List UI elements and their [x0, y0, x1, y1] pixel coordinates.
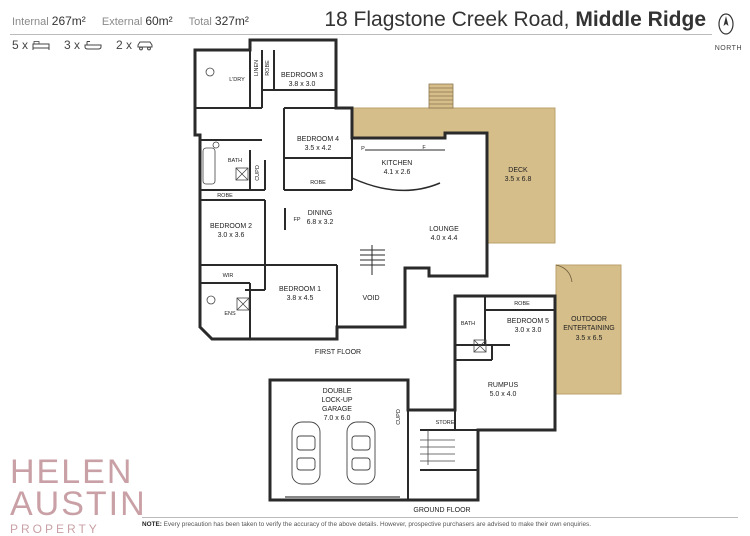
first-floor-outline [193, 38, 489, 341]
car-icon [291, 421, 321, 485]
total-value: 327m² [214, 14, 249, 28]
footer-rule [142, 517, 738, 518]
rumpus-label: RUMPUS [488, 382, 519, 389]
garage-dim: 7.0 x 6.0 [324, 415, 351, 422]
ground-floor-label: GROUND FLOOR [413, 507, 470, 514]
bathtub [202, 147, 216, 185]
car-icon [137, 41, 153, 50]
deck-stairs [428, 83, 454, 109]
bedroom2-dim: 3.0 x 3.6 [218, 232, 245, 239]
wir-label: WIR [223, 273, 234, 279]
header-rule [10, 34, 712, 35]
deck-dim: 3.5 x 6.8 [505, 176, 532, 183]
ensuite-shower [236, 297, 250, 311]
address-street: 18 Flagstone Creek Road, [324, 8, 570, 31]
ground-floor-outline [268, 294, 557, 502]
bath-icon [84, 40, 102, 49]
bedroom5-dim: 3.0 x 3.0 [515, 327, 542, 334]
first-floor-label: FIRST FLOOR [315, 349, 361, 356]
total-label: Total [188, 16, 212, 28]
area-summary: Internal 267m² External 60m² Total 327m² [12, 14, 249, 28]
store-label: STORE [436, 420, 455, 426]
internal-label: Internal [12, 16, 49, 28]
void-label: VOID [362, 295, 379, 302]
outdoor-dim: 3.5 x 6.5 [576, 335, 603, 342]
garage-label-1: DOUBLE [323, 388, 352, 395]
ensuite-label: ENS [224, 311, 236, 317]
rumpus-dim: 5.0 x 4.0 [490, 391, 517, 398]
north-label: NORTH [714, 45, 742, 52]
outdoor-label-2: ENTERTAINING [563, 325, 614, 332]
logo-line-3: PROPERTY [10, 522, 100, 536]
bedroom1-label: BEDROOM 1 [279, 286, 321, 293]
disclaimer-note: NOTE: Every precaution has been taken to… [142, 521, 591, 528]
kitchen-label: KITCHEN [382, 160, 413, 167]
feature-counts: 5 x 3 x 2 x [12, 38, 164, 52]
linen-label: LINEN [254, 60, 260, 76]
laundry-label: L'DRY [229, 77, 245, 83]
bed-icon [32, 40, 50, 50]
bedroom5-label: BEDROOM 5 [507, 318, 549, 325]
bedroom-count: 5 x [12, 38, 29, 52]
robe2-label: ROBE [217, 193, 233, 199]
robe3-label: ROBE [265, 60, 271, 76]
external-value: 60m² [145, 14, 173, 28]
deck-label: DECK [508, 167, 528, 174]
pantry-label: P [361, 146, 365, 152]
bedroom2-label: BEDROOM 2 [210, 223, 252, 230]
lounge-label: LOUNGE [429, 226, 459, 233]
logo-line-1: HELEN [10, 453, 134, 491]
north-arrow-icon [718, 13, 734, 35]
note-label: NOTE: [142, 521, 162, 528]
dining-label: DINING [308, 210, 333, 217]
robe4-label: ROBE [310, 180, 326, 186]
garage-label-3: GARAGE [322, 406, 352, 413]
fridge-label: F [422, 145, 426, 151]
bathroom-count: 3 x [64, 38, 81, 52]
bedroom4-label: BEDROOM 4 [297, 136, 339, 143]
car-count: 2 x [116, 38, 133, 52]
bedroom4-dim: 3.5 x 4.2 [305, 145, 332, 152]
car-icon [346, 421, 376, 485]
dining-dim: 6.8 x 3.2 [307, 219, 334, 226]
internal-value: 267m² [51, 14, 86, 28]
property-address: 18 Flagstone Creek Road, Middle Ridge [324, 8, 706, 32]
cupboard-label: CUPD [255, 165, 261, 181]
agency-logo: HELEN AUSTIN PROPERTY [10, 453, 147, 536]
outdoor-label-1: OUTDOOR [571, 316, 607, 323]
bedroom1-dim: 3.8 x 4.5 [287, 295, 314, 302]
robe5-label: ROBE [514, 301, 530, 307]
note-text: Every precaution has been taken to verif… [163, 521, 592, 528]
bath5-label: BATH [461, 321, 475, 327]
kitchen-dim: 4.1 x 2.6 [384, 169, 411, 176]
external-label: External [101, 16, 143, 28]
garage-cupboard-label: CUPD [396, 409, 402, 425]
garage-label-2: LOCK-UP [321, 397, 352, 404]
fireplace-label: FP [293, 217, 300, 223]
bedroom3-label: BEDROOM 3 [281, 72, 323, 79]
address-suburb: Middle Ridge [575, 8, 706, 31]
lounge-dim: 4.0 x 4.4 [431, 235, 458, 242]
logo-line-2: AUSTIN [10, 485, 147, 523]
bedroom3-dim: 3.8 x 3.0 [289, 81, 316, 88]
shower [235, 167, 249, 181]
bath-label: BATH [228, 158, 242, 164]
